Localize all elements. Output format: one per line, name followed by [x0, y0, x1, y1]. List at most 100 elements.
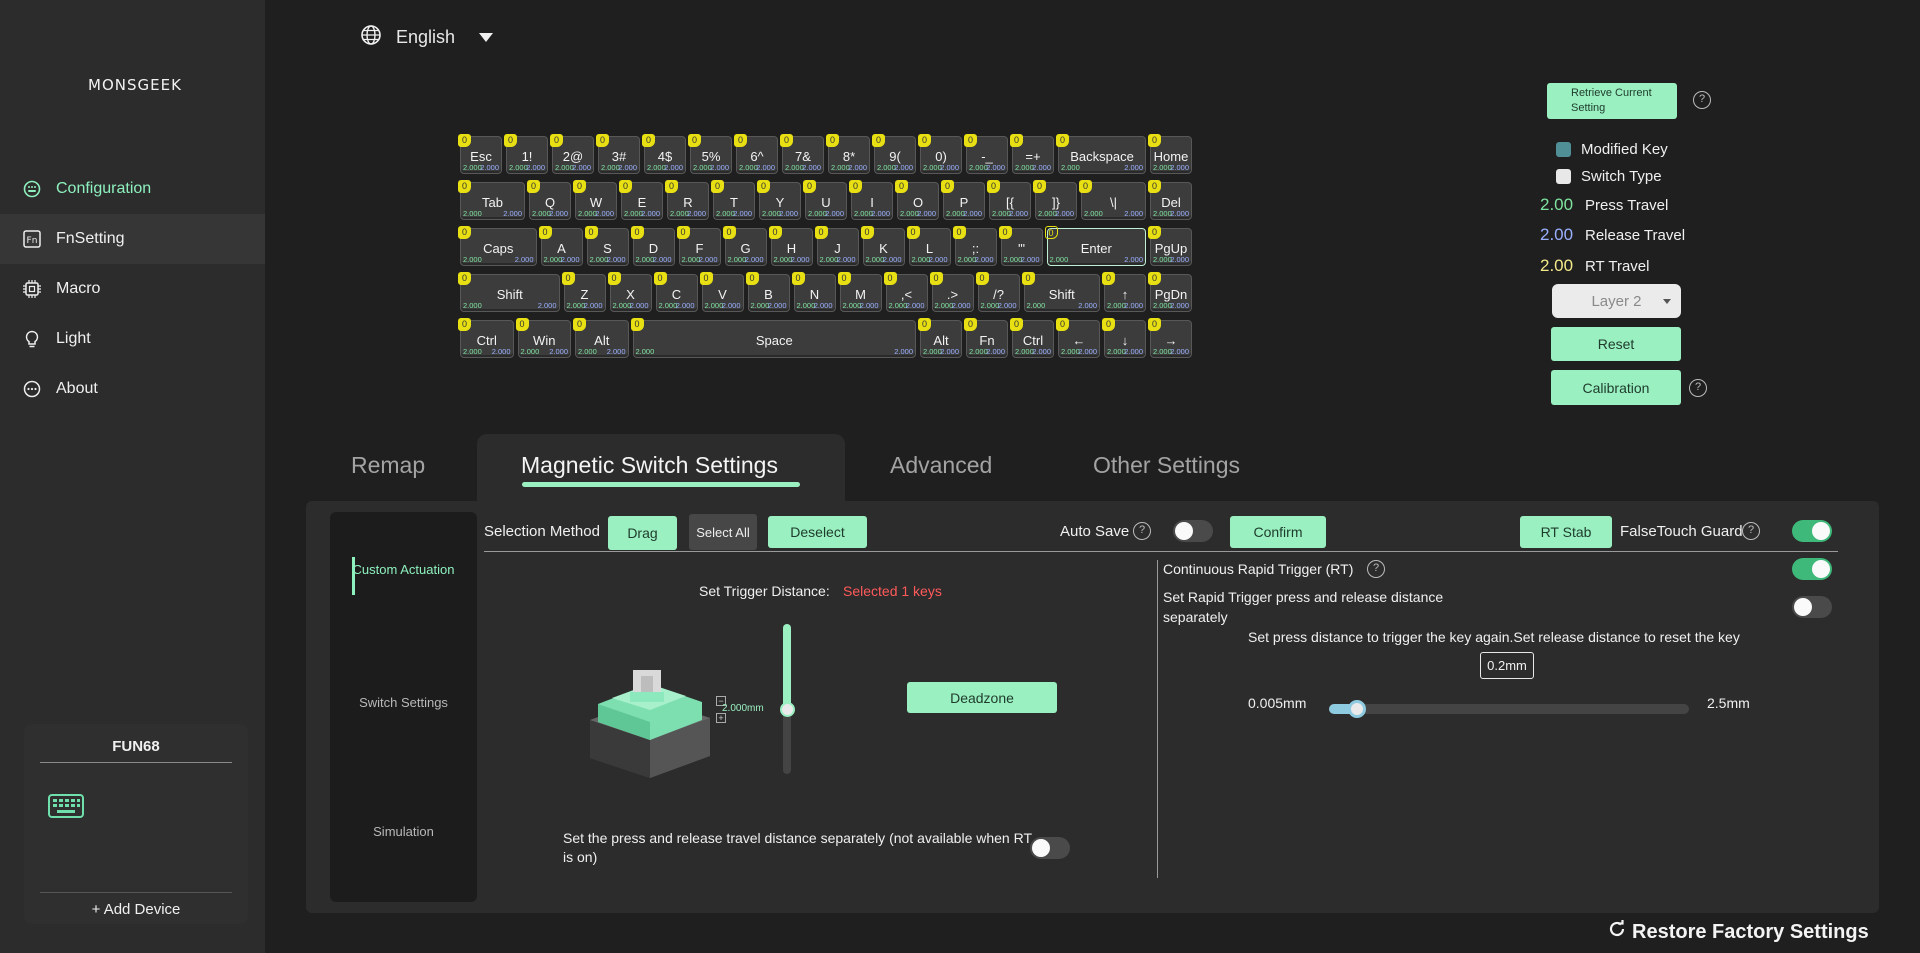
deadzone-button[interactable]: Deadzone [907, 682, 1057, 713]
reset-button[interactable]: Reset [1551, 327, 1681, 361]
deselect-button[interactable]: Deselect [768, 516, 867, 548]
confirm-button[interactable]: Confirm [1230, 516, 1326, 548]
rt-distance-slider[interactable] [1329, 704, 1689, 714]
nav-about[interactable]: About [0, 364, 265, 414]
help-icon[interactable]: ? [1367, 560, 1385, 578]
help-icon[interactable]: ? [1693, 91, 1711, 109]
keyboard-icon[interactable] [48, 794, 84, 823]
rt-stab-button[interactable]: RT Stab [1520, 516, 1612, 548]
decrease-icon[interactable]: − [716, 696, 726, 706]
nav-configuration[interactable]: Configuration [0, 164, 265, 214]
add-device-button[interactable]: + Add Device [91, 900, 181, 918]
tab-magnetic-switch-settings[interactable]: Magnetic Switch Settings [521, 452, 778, 478]
help-icon[interactable]: ? [1689, 379, 1707, 397]
slider-handle[interactable] [780, 702, 795, 717]
subnav-custom-actuation[interactable]: Custom Actuation [352, 562, 455, 577]
rt-toggle[interactable] [1792, 558, 1832, 580]
tab-advanced[interactable]: Advanced [890, 452, 993, 478]
help-icon[interactable]: ? [1133, 522, 1151, 540]
rt-separate-toggle[interactable] [1792, 596, 1832, 618]
language-selector[interactable]: English [360, 24, 494, 51]
layer-select[interactable]: Layer 2 [1552, 284, 1681, 318]
select-all-button[interactable]: Select All [689, 514, 757, 550]
subnav-switch-settings[interactable]: Switch Settings [359, 695, 448, 710]
retrieve-current-setting-button[interactable]: Retrieve Current Setting [1547, 83, 1677, 119]
rt-distance-value[interactable]: 0.2mm [1480, 652, 1534, 679]
help-icon[interactable]: ? [1742, 522, 1760, 540]
restore-factory-settings-button[interactable]: Restore Factory Settings [1608, 919, 1869, 944]
nav-light[interactable]: Light [0, 314, 265, 364]
tab-remap[interactable]: Remap [351, 452, 426, 478]
auto-save-toggle[interactable] [1173, 520, 1213, 542]
subnav-simulation[interactable]: Simulation [373, 824, 434, 839]
nav-fnsetting[interactable]: Fn FnSetting [0, 214, 265, 264]
nav-macro[interactable]: Macro [0, 264, 265, 314]
separate-travel-toggle[interactable] [1030, 837, 1070, 859]
calibration-button[interactable]: Calibration [1551, 370, 1681, 405]
